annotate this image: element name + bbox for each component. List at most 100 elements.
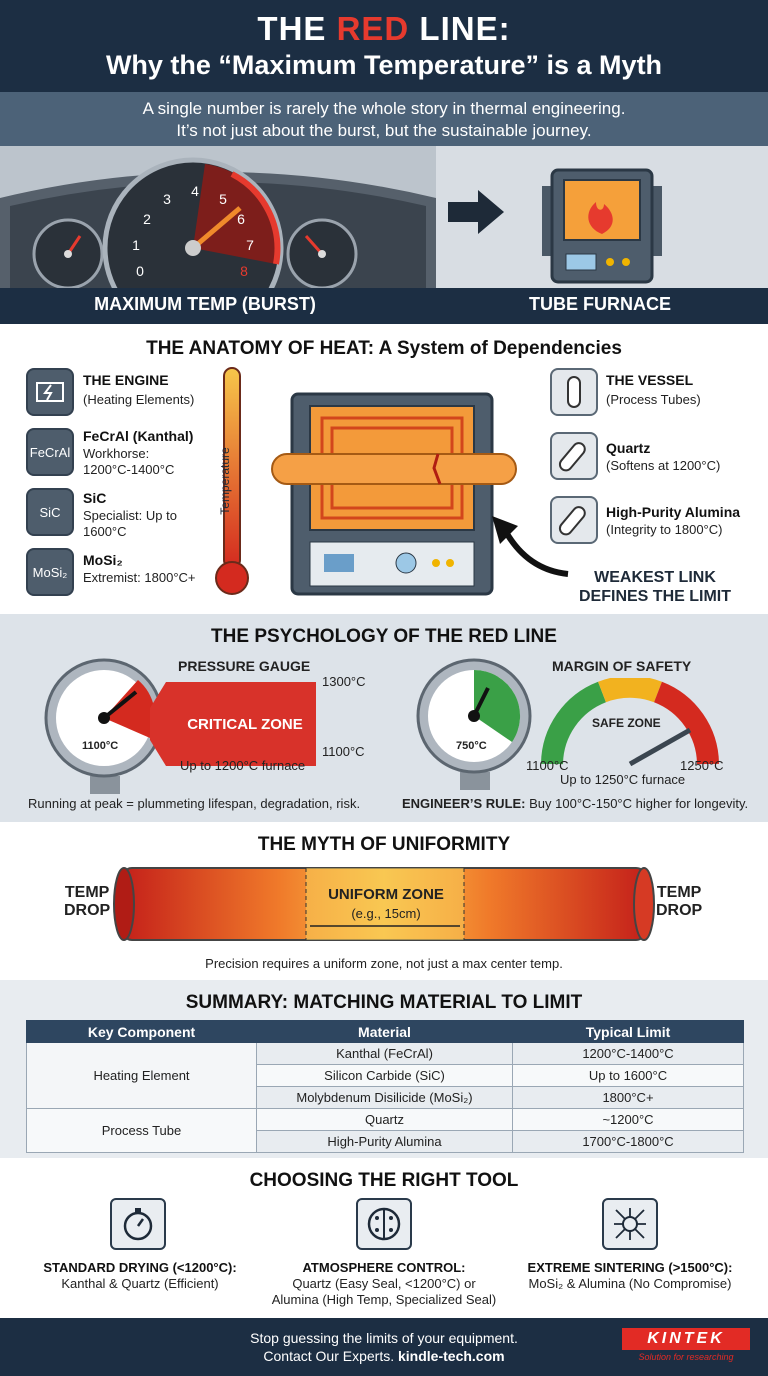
tool3-desc: MoSi₂ & Alumina (No Compromise) xyxy=(528,1276,732,1291)
cell-material: High-Purity Alumina xyxy=(256,1130,513,1153)
alumina-tube-icon xyxy=(550,496,598,544)
svg-text:5: 5 xyxy=(219,191,227,207)
cell-limit: 1800°C+ xyxy=(512,1086,744,1109)
fecral-desc-2: 1200°C-1400°C xyxy=(83,462,175,477)
page-subtitle: Why the “Maximum Temperature” is a Myth xyxy=(105,50,663,80)
quartz-desc: (Softens at 1200°C) xyxy=(606,458,721,473)
tools-section: CHOOSING THE RIGHT TOOL STANDARD DRYING … xyxy=(0,1158,768,1318)
tool3-title: EXTREME SINTERING (>1500°C): xyxy=(527,1260,733,1275)
safe-gauge-icon xyxy=(416,658,532,790)
footer-line-1: Stop guessing the limits of your equipme… xyxy=(250,1330,518,1346)
fecral-desc-1: Workhorse: xyxy=(83,446,150,461)
cell-material: Kanthal (FeCrAl) xyxy=(256,1042,513,1065)
sintering-icon xyxy=(602,1198,658,1250)
anatomy-title: THE ANATOMY OF HEAT: A System of Depende… xyxy=(146,338,622,359)
cell-limit: 1200°C-1400°C xyxy=(512,1042,744,1065)
header: THE RED LINE: Why the “Maximum Temperatu… xyxy=(0,0,768,92)
furnace-cutaway-illustration xyxy=(271,392,517,596)
svg-text:7: 7 xyxy=(246,237,254,253)
table-row: Process Tube Quartz ~1200°C xyxy=(26,1108,744,1153)
gauge2-value: 750°C xyxy=(456,740,487,752)
critical-zone-arrow xyxy=(150,682,316,766)
intro-line-2: It’s not just about the burst, but the s… xyxy=(176,121,592,140)
fecral-title: FeCrAl (Kanthal) xyxy=(83,428,194,444)
alumina-title: High-Purity Alumina xyxy=(606,504,741,520)
tool1-desc: Kanthal & Quartz (Efficient) xyxy=(61,1276,219,1291)
vessel-tube-icon xyxy=(550,368,598,416)
critical-zone-label: CRITICAL ZONE xyxy=(187,716,303,733)
hero-section: 0 1 2 3 4 5 6 7 8 xyxy=(0,146,768,324)
safety-arc-gauge xyxy=(541,678,719,767)
tool2-title: ATMOSPHERE CONTROL: xyxy=(302,1260,466,1275)
intro-line-1: A single number is rarely the whole stor… xyxy=(142,99,626,118)
footer: Stop guessing the limits of your equipme… xyxy=(0,1318,768,1376)
thermometer-label: Temperature xyxy=(218,447,232,515)
kintek-logo[interactable]: KINTEK xyxy=(622,1328,750,1350)
cell-limit: Up to 1600°C xyxy=(512,1064,744,1087)
top-temp: 1300°C xyxy=(322,674,366,689)
cell-material: Quartz xyxy=(256,1108,513,1131)
mosi-icon: MoSi₂ xyxy=(26,548,74,596)
cell-material: Molybdenum Disilicide (MoSi₂) xyxy=(256,1086,513,1109)
col-key-component: Key Component xyxy=(26,1020,257,1043)
engine-title: THE ENGINE xyxy=(83,372,169,388)
sic-icon: SiC xyxy=(26,488,74,536)
arc-left-temp: 1100°C xyxy=(526,758,569,773)
tool1-title: STANDARD DRYING (<1200°C): xyxy=(43,1260,237,1275)
svg-text:2: 2 xyxy=(143,211,151,227)
svg-text:0: 0 xyxy=(136,263,144,279)
website-link[interactable]: kindle-tech.com xyxy=(398,1348,505,1364)
svg-text:6: 6 xyxy=(237,211,245,227)
uniform-zone-label: UNIFORM ZONE xyxy=(328,886,444,903)
quartz-tube-icon xyxy=(550,432,598,480)
pressure-gauge-icon xyxy=(44,658,164,794)
mosi-desc: Extremist: 1800°C+ xyxy=(83,570,196,585)
margin-of-safety-title: MARGIN OF SAFETY xyxy=(552,658,692,674)
group-heating-element: Heating Element xyxy=(26,1042,257,1109)
hero-illustration: 0 1 2 3 4 5 6 7 8 xyxy=(0,146,768,324)
psychology-section: THE PSYCHOLOGY OF THE RED LINE PRESSURE … xyxy=(0,614,768,822)
title-red-word: RED xyxy=(336,10,410,47)
alumina-desc: (Integrity to 1800°C) xyxy=(606,522,723,537)
arc-right-temp: 1250°C xyxy=(680,758,724,773)
sic-desc-2: 1600°C xyxy=(83,524,127,539)
quartz-title: Quartz xyxy=(606,440,651,456)
psych-note-left: Running at peak = plummeting lifespan, d… xyxy=(28,796,361,811)
fuel-gauge-icon xyxy=(32,218,104,290)
engine-icon xyxy=(26,368,74,416)
engineers-rule: ENGINEER’S RULE: Buy 100°C-150°C higher … xyxy=(402,796,749,811)
cell-limit: 1700°C-1800°C xyxy=(512,1130,744,1153)
curved-arrow-icon xyxy=(492,516,569,577)
svg-text:4: 4 xyxy=(191,183,199,199)
footer-text: Stop guessing the limits of your equipme… xyxy=(200,1329,568,1365)
sic-title: SiC xyxy=(83,490,107,506)
summary-section: SUMMARY: MATCHING MATERIAL TO LIMIT Key … xyxy=(0,980,768,1158)
burst-label: MAXIMUM TEMP (BURST) xyxy=(94,294,316,314)
furnace-note-2: Up to 1250°C furnace xyxy=(560,772,686,787)
pressure-gauge-title: PRESSURE GAUGE xyxy=(178,658,311,674)
temp-gauge-icon xyxy=(286,218,358,290)
bottom-temp: 1100°C xyxy=(322,744,365,759)
summary-title: SUMMARY: MATCHING MATERIAL TO LIMIT xyxy=(185,992,583,1013)
table-row: Molybdenum Disilicide (MoSi₂) 1800°C+ xyxy=(27,1086,744,1109)
furnace-icon xyxy=(542,168,662,284)
cell-material: Silicon Carbide (SiC) xyxy=(256,1064,513,1087)
summary-table: Key Component Material Typical Limit Hea… xyxy=(26,1020,744,1153)
cell-limit: ~1200°C xyxy=(512,1108,744,1131)
tools-title: CHOOSING THE RIGHT TOOL xyxy=(249,1170,519,1191)
table-row: Silicon Carbide (SiC) Up to 1600°C xyxy=(27,1064,744,1087)
furnace-note-1: Up to 1200°C furnace xyxy=(180,758,306,773)
sic-desc-1: Specialist: Up to xyxy=(83,508,177,523)
mosi-title: MoSi₂ xyxy=(83,552,123,568)
tachometer-icon: 0 1 2 3 4 5 6 7 8 xyxy=(102,157,284,324)
page-title: THE RED LINE: xyxy=(257,10,511,47)
uniformity-note: Precision requires a uniform zone, not j… xyxy=(205,956,563,971)
table-row: Heating Element Kanthal (FeCrAl) 1200°C-… xyxy=(26,1042,744,1109)
vessel-title: THE VESSEL xyxy=(606,372,694,388)
svg-text:3: 3 xyxy=(163,191,171,207)
